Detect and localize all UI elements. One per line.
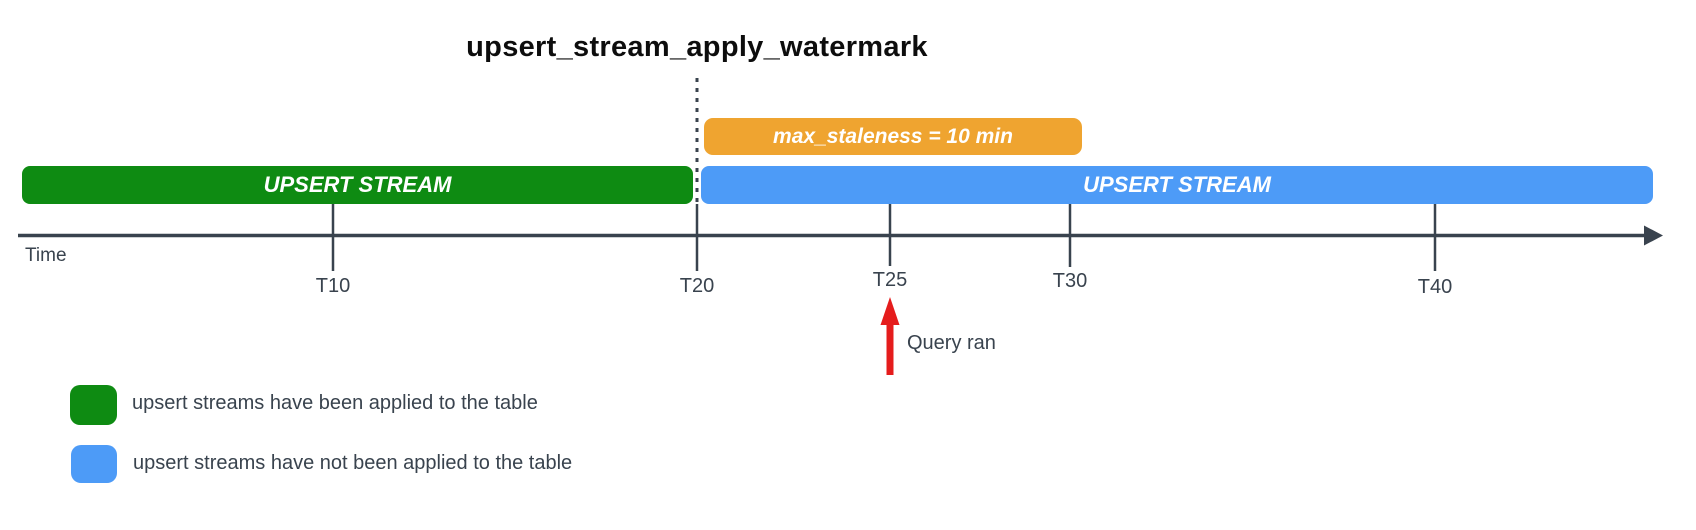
query-ran-label: Query ran — [907, 332, 996, 354]
tick-label-t25: T25 — [872, 269, 908, 291]
upsert-stream-applied-bar-label: UPSERT STREAM — [263, 172, 452, 197]
time-axis-label: Time — [25, 245, 67, 266]
legend-swatch-not-applied — [71, 445, 117, 483]
time-axis-arrowhead-icon — [1644, 225, 1663, 246]
tick-label-t30: T30 — [1052, 270, 1088, 292]
upsert-stream-applied-bar: UPSERT STREAM — [22, 166, 693, 204]
upsert-stream-unapplied-bar: UPSERT STREAM — [701, 166, 1653, 204]
max-staleness-bar-label: max_staleness = 10 min — [773, 124, 1013, 148]
diagram-title: upsert_stream_apply_watermark — [466, 31, 928, 63]
max-staleness-bar: max_staleness = 10 min — [704, 118, 1082, 155]
tick-label-t20: T20 — [679, 275, 715, 297]
legend-label-applied: upsert streams have been applied to the … — [132, 392, 538, 414]
legend-swatch-applied — [70, 385, 117, 425]
legend-label-not-applied: upsert streams have not been applied to … — [133, 452, 573, 474]
tick-label-t10: T10 — [315, 275, 351, 297]
upsert-stream-unapplied-bar-label: UPSERT STREAM — [1083, 172, 1271, 197]
tick-label-t40: T40 — [1417, 276, 1453, 298]
query-ran-arrow-icon — [880, 297, 900, 375]
